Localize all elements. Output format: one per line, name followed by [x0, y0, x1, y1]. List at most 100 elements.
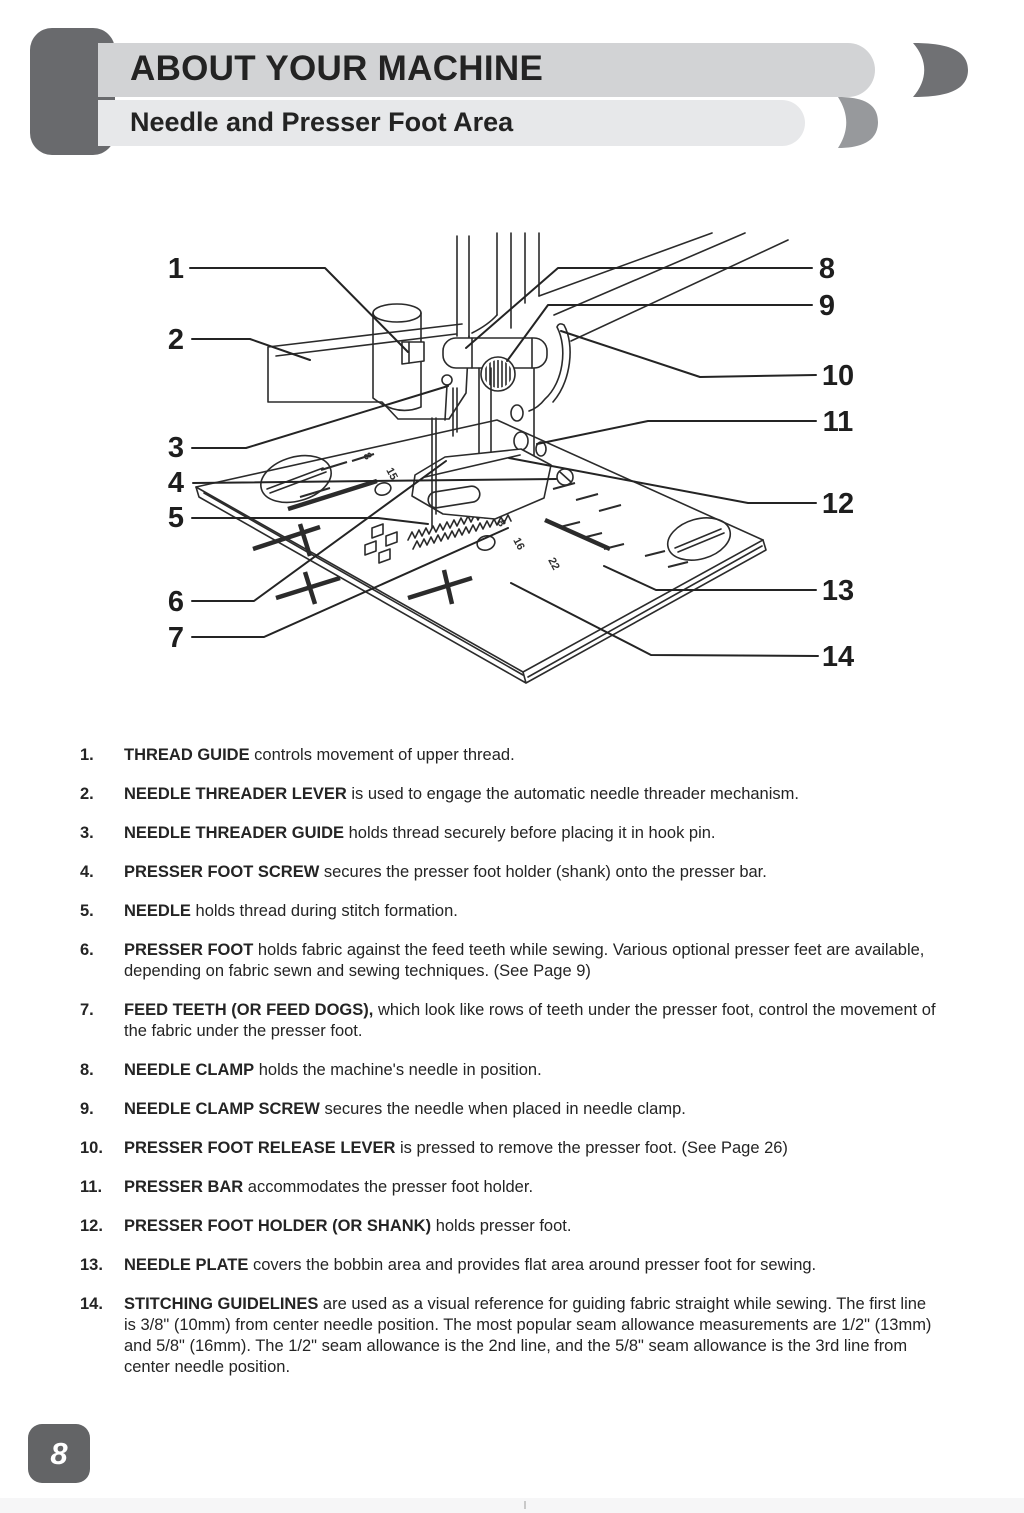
item-number: 10.: [80, 1139, 103, 1157]
part-list-item-2: 2. NEEDLE THREADER LEVER is used to enga…: [80, 784, 938, 805]
plate-screw-left: [260, 454, 332, 504]
part-list-item-11: 11. PRESSER BAR accommodates the presser…: [80, 1177, 938, 1198]
needle-clamp-screw: [480, 356, 516, 392]
part-name: NEEDLE: [124, 902, 191, 920]
callout-2: 2: [168, 324, 184, 356]
item-number: 11.: [80, 1178, 103, 1196]
page-number: 8: [50, 1435, 68, 1471]
needle-bar: [456, 235, 470, 339]
presser-foot-screw: [556, 468, 574, 486]
needle-threader-lever: [267, 323, 470, 420]
part-list-item-5: 5. NEEDLE holds thread during stitch for…: [80, 901, 938, 922]
part-list-item-9: 9. NEEDLE CLAMP SCREW secures the needle…: [80, 1099, 938, 1120]
part-name: FEED TEETH (OR FEED DOGS),: [124, 1001, 374, 1019]
thread-guide: [401, 341, 425, 365]
plate-screw-right: [666, 517, 732, 561]
part-list-item-8: 8. NEEDLE CLAMP holds the machine's need…: [80, 1060, 938, 1081]
callout-11: 11: [823, 406, 854, 438]
item-number: 8.: [80, 1061, 94, 1079]
part-name: PRESSER BAR: [124, 1178, 244, 1196]
part-list-item-12: 12. PRESSER FOOT HOLDER (OR SHANK) holds…: [80, 1216, 938, 1237]
item-number: 5.: [80, 902, 94, 920]
scan-artifact-mark: [524, 1501, 526, 1509]
callout-numbers: 1 2 3 4 5 6 7 8 9 10 11 12 13 14: [168, 253, 854, 673]
machine-housing: [456, 232, 789, 342]
needle-bar-bushing: [372, 303, 422, 412]
part-description: controls movement of upper thread.: [249, 746, 515, 764]
plate-measure-digits: 8 15 8 16 22: [360, 451, 561, 572]
needle-presser-foot-diagram: 8 15 8 16 22: [168, 43, 968, 684]
callout-3: 3: [168, 432, 184, 464]
needle-plate: [195, 419, 767, 684]
svg-text:22: 22: [545, 556, 561, 572]
part-name: THREAD GUIDE: [124, 746, 250, 764]
stitching-guidelines: [252, 478, 611, 605]
part-name: NEEDLE PLATE: [124, 1256, 249, 1274]
callout-5: 5: [168, 502, 184, 534]
callout-13: 13: [822, 575, 854, 607]
item-number: 1.: [80, 746, 94, 764]
part-description: is used to engage the automatic needle t…: [346, 785, 799, 803]
needle-threader-guide: [441, 374, 458, 437]
part-description: covers the bobbin area and provides flat…: [248, 1256, 817, 1274]
callout-1: 1: [168, 253, 184, 285]
parts-list: 1. THREAD GUIDE controls movement of upp…: [80, 745, 938, 1396]
part-description: accommodates the presser foot holder.: [243, 1178, 534, 1196]
part-name: PRESSER FOOT: [124, 941, 254, 959]
needle: [431, 417, 437, 529]
crescent-light-icon: [838, 97, 878, 148]
svg-text:16: 16: [510, 536, 526, 552]
callout-10: 10: [822, 360, 854, 392]
part-description: holds thread securely before placing it …: [344, 824, 716, 842]
presser-foot-release-lever: [528, 323, 571, 412]
part-list-item-3: 3. NEEDLE THREADER GUIDE holds thread se…: [80, 823, 938, 844]
plate-dash-marks: [299, 453, 689, 568]
part-list-item-4: 4. PRESSER FOOT SCREW secures the presse…: [80, 862, 938, 883]
part-name: NEEDLE THREADER GUIDE: [124, 824, 345, 842]
part-name: PRESSER FOOT RELEASE LEVER: [124, 1139, 396, 1157]
callout-14: 14: [822, 641, 854, 673]
part-list-item-7: 7. FEED TEETH (OR FEED DOGS), which look…: [80, 1000, 938, 1042]
svg-text:8: 8: [360, 451, 373, 462]
section-title: ABOUT YOUR MACHINE: [130, 49, 544, 88]
part-description: holds fabric against the feed teeth whil…: [124, 941, 925, 980]
item-number: 14.: [80, 1295, 103, 1313]
part-description: holds thread during stitch formation.: [190, 902, 458, 920]
item-number: 9.: [80, 1100, 94, 1118]
item-number: 6.: [80, 941, 94, 959]
part-description: holds presser foot.: [431, 1217, 572, 1235]
part-name: PRESSER FOOT SCREW: [124, 863, 320, 881]
item-number: 4.: [80, 863, 94, 881]
callout-4: 4: [168, 467, 184, 499]
part-list-item-1: 1. THREAD GUIDE controls movement of upp…: [80, 745, 938, 766]
crescent-dark-icon: [913, 43, 968, 97]
part-description: secures the presser foot holder (shank) …: [319, 863, 767, 881]
callout-12: 12: [822, 488, 854, 520]
section-title-bar: ABOUT YOUR MACHINE: [98, 43, 875, 97]
part-name: PRESSER FOOT HOLDER (OR SHANK): [124, 1217, 432, 1235]
subsection-title: Needle and Presser Foot Area: [130, 107, 514, 137]
callout-8: 8: [819, 253, 835, 285]
part-description: are used as a visual reference for guidi…: [124, 1295, 932, 1376]
item-number: 7.: [80, 1001, 94, 1019]
item-number: 13.: [80, 1256, 103, 1274]
part-list-item-10: 10. PRESSER FOOT RELEASE LEVER is presse…: [80, 1138, 938, 1159]
part-description: is pressed to remove the presser foot. (…: [395, 1139, 788, 1157]
part-name: NEEDLE THREADER LEVER: [124, 785, 347, 803]
subsection-title-bar: Needle and Presser Foot Area: [98, 100, 805, 146]
callout-leader-lines: [189, 267, 819, 657]
svg-text:15: 15: [383, 466, 399, 482]
part-name: NEEDLE CLAMP: [124, 1061, 255, 1079]
item-number: 3.: [80, 824, 94, 842]
part-description: holds the machine's needle in position.: [254, 1061, 542, 1079]
callout-9: 9: [819, 290, 835, 322]
part-list-item-6: 6. PRESSER FOOT holds fabric against the…: [80, 940, 938, 982]
part-name: NEEDLE CLAMP SCREW: [124, 1100, 320, 1118]
callout-7: 7: [168, 622, 184, 654]
item-number: 12.: [80, 1217, 103, 1235]
svg-text:8: 8: [494, 518, 507, 529]
item-number: 2.: [80, 785, 94, 803]
page-bottom-strip: [0, 1498, 1024, 1513]
part-list-item-14: 14. STITCHING GUIDELINES are used as a v…: [80, 1294, 938, 1378]
part-description: secures the needle when placed in needle…: [319, 1100, 686, 1118]
